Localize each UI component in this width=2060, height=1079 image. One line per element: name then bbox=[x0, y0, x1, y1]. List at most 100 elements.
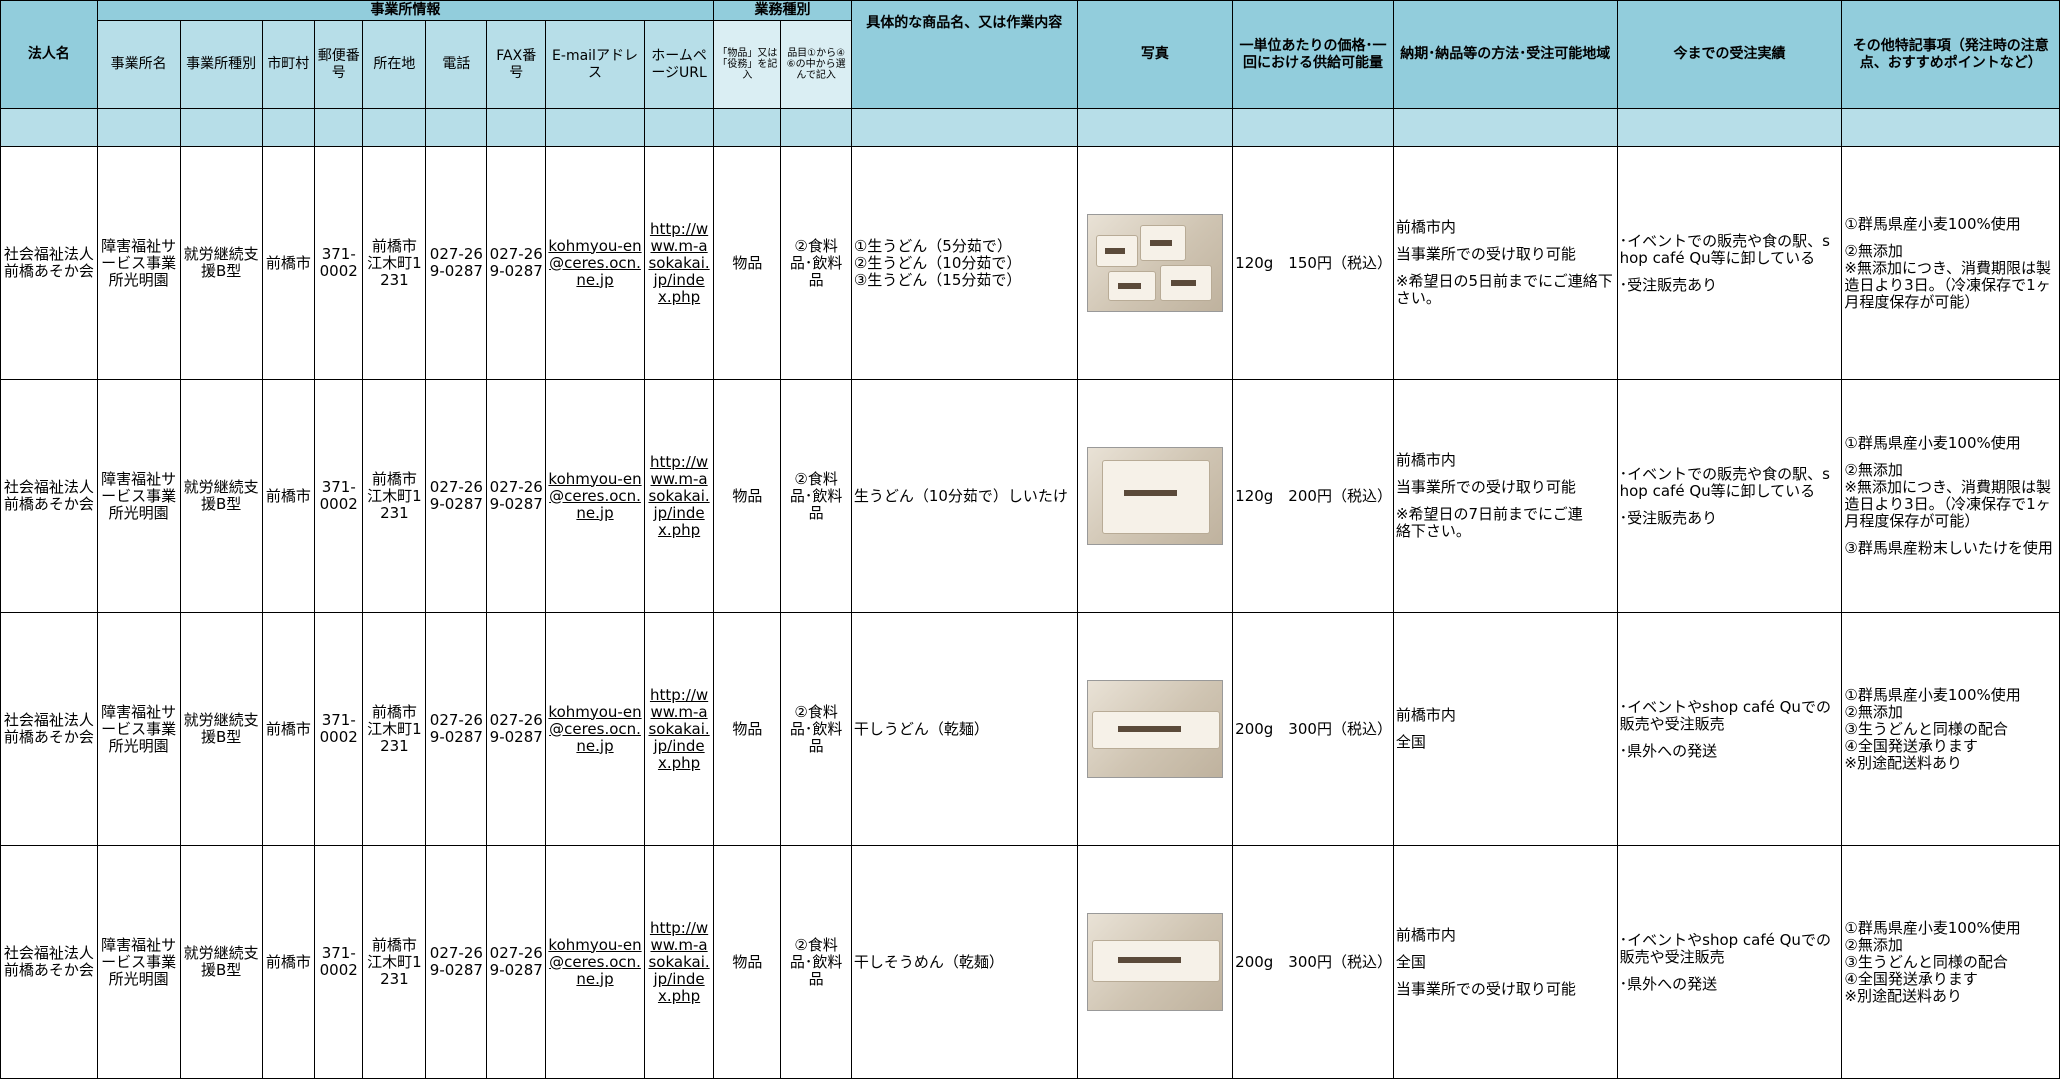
cell-email: kohmyou-en@ceres.ocn.ne.jp bbox=[545, 612, 645, 846]
cell-zip: 371-0002 bbox=[314, 845, 364, 1079]
hp-link[interactable]: http://www.m-asokakai.jp/index.php bbox=[648, 452, 710, 539]
cell-corp: 社会福祉法人前橋あそか会 bbox=[0, 379, 98, 613]
email-link[interactable]: kohmyou-en@ceres.ocn.ne.jp bbox=[548, 236, 642, 289]
cell-product: ①生うどん（5分茹で）②生うどん（10分茹で）③生うどん（15分茹で） bbox=[850, 146, 1078, 380]
delivery-line: ※希望日の7日前までにご連 絡下さい。 bbox=[1395, 505, 1583, 540]
cell-hp: http://www.m-asokakai.jp/index.php bbox=[643, 379, 715, 613]
cell-hp: http://www.m-asokakai.jp/index.php bbox=[643, 146, 715, 380]
cell-office-kind: 就労継続支援B型 bbox=[179, 146, 263, 380]
cell-tel: 027-269-0287 bbox=[425, 845, 488, 1079]
notes-line: ①群馬県産小麦100%使用 bbox=[1844, 214, 2021, 233]
header-corp: 法人名 bbox=[0, 0, 98, 109]
cell-delivery: 前橋市内全国当事業所での受け取り可能 bbox=[1392, 845, 1618, 1079]
product-photo bbox=[1086, 680, 1223, 778]
delivery-line: 前橋市内 bbox=[1395, 218, 1456, 236]
cell-email: kohmyou-en@ceres.ocn.ne.jp bbox=[545, 845, 645, 1079]
table-body: 社会福祉法人前橋あそか会 障害福祉サービス事業所光明園 就労継続支援B型 前橋市… bbox=[0, 146, 2060, 1079]
delivery-line: 全国 bbox=[1395, 733, 1426, 751]
header-goods-or-service: 「物品」又は「役務」を記入 bbox=[713, 20, 782, 109]
record-line: ･イベントでの販売や食の駅、shop café Qu等に卸している bbox=[1619, 231, 1830, 267]
photo-label-shape bbox=[1123, 490, 1177, 496]
cell-office-name: 障害福祉サービス事業所光明園 bbox=[96, 379, 181, 613]
cell-corp: 社会福祉法人前橋あそか会 bbox=[0, 146, 98, 380]
delivery-line: 当事業所での受け取り可能 bbox=[1395, 478, 1576, 496]
header-tel: 電話 bbox=[425, 20, 488, 109]
product-line: ①生うどん（5分茹で） bbox=[853, 236, 1012, 255]
header-price: 一単位あたりの価格･一回における供給可能量 bbox=[1232, 0, 1394, 109]
hp-link[interactable]: http://www.m-asokakai.jp/index.php bbox=[648, 918, 710, 1005]
cell-office-kind: 就労継続支援B型 bbox=[179, 845, 263, 1079]
photo-package-shape bbox=[1101, 460, 1210, 534]
record-line: ･受注販売あり bbox=[1619, 508, 1718, 527]
header-zip: 郵便番号 bbox=[314, 20, 364, 109]
cell-address: 前橋市江木町1231 bbox=[362, 612, 427, 846]
header-fax: FAX番号 bbox=[486, 20, 547, 109]
product-line: ②生うどん（10分茹で） bbox=[853, 253, 1022, 272]
delivery-line: 全国 bbox=[1395, 952, 1426, 971]
cell-address: 前橋市江木町1231 bbox=[362, 146, 427, 380]
record-line: ･受注販売あり bbox=[1619, 275, 1718, 294]
email-link[interactable]: kohmyou-en@ceres.ocn.ne.jp bbox=[548, 702, 642, 755]
cell-photo bbox=[1076, 146, 1234, 380]
cell-office-kind: 就労継続支援B型 bbox=[179, 379, 263, 613]
header-city: 市町村 bbox=[261, 20, 316, 109]
cell-corp: 社会福祉法人前橋あそか会 bbox=[0, 612, 98, 846]
cell-price: 120g 150円（税込） bbox=[1232, 146, 1394, 380]
photo-package-shape bbox=[1095, 235, 1138, 267]
cell-price: 120g 200円（税込） bbox=[1232, 379, 1394, 613]
photo-label-shape bbox=[1104, 248, 1125, 254]
product-line: 干しうどん（乾麺） bbox=[853, 719, 989, 738]
cell-email: kohmyou-en@ceres.ocn.ne.jp bbox=[545, 146, 645, 380]
cell-office-kind: 就労継続支援B型 bbox=[179, 612, 263, 846]
cell-notes: ①群馬県産小麦100%使用 ②無添加 ③生うどんと同様の配合 ④全国発送承ります… bbox=[1841, 612, 2060, 846]
hp-link[interactable]: http://www.m-asokakai.jp/index.php bbox=[648, 219, 710, 306]
photo-label-shape bbox=[1117, 957, 1181, 963]
photo-label-shape bbox=[1170, 280, 1196, 286]
record-line: ･県外への発送 bbox=[1619, 741, 1718, 760]
cell-category: ②食料品･飲料品 bbox=[780, 845, 852, 1079]
cell-city: 前橋市 bbox=[261, 612, 316, 846]
cell-category: ②食料品･飲料品 bbox=[780, 379, 852, 613]
email-link[interactable]: kohmyou-en@ceres.ocn.ne.jp bbox=[548, 935, 642, 988]
header-business-type: 業務種別 bbox=[713, 0, 852, 21]
photo-package-shape bbox=[1139, 225, 1186, 261]
email-link[interactable]: kohmyou-en@ceres.ocn.ne.jp bbox=[548, 469, 642, 522]
cell-delivery: 前橋市内当事業所での受け取り可能※希望日の5日前までにご連絡下さい。 bbox=[1392, 146, 1618, 380]
cell-price: 200g 300円（税込） bbox=[1232, 845, 1394, 1079]
cell-tel: 027-269-0287 bbox=[425, 612, 488, 846]
notes-line: ②無添加 ※無添加につき、消費期限は製造日より3日。（冷凍保存で1ヶ月程度保存が… bbox=[1844, 461, 2051, 530]
cell-zip: 371-0002 bbox=[314, 146, 364, 380]
hp-link[interactable]: http://www.m-asokakai.jp/index.php bbox=[648, 685, 710, 772]
cell-photo bbox=[1076, 845, 1234, 1079]
cell-office-name: 障害福祉サービス事業所光明園 bbox=[96, 146, 181, 380]
cell-product: 干しそうめん（乾麺） bbox=[850, 845, 1078, 1079]
product-photo bbox=[1086, 214, 1223, 312]
cell-address: 前橋市江木町1231 bbox=[362, 845, 427, 1079]
cell-delivery: 前橋市内当事業所での受け取り可能※希望日の7日前までにご連 絡下さい。 bbox=[1392, 379, 1618, 613]
photo-package-shape bbox=[1107, 271, 1156, 301]
photo-label-shape bbox=[1117, 283, 1141, 289]
delivery-line: ※希望日の5日前までにご連絡下さい。 bbox=[1395, 272, 1613, 307]
cell-office-name: 障害福祉サービス事業所光明園 bbox=[96, 612, 181, 846]
cell-hp: http://www.m-asokakai.jp/index.php bbox=[643, 612, 715, 846]
cell-record: ･イベントやshop café Quでの販売や受注販売･県外への発送 bbox=[1616, 612, 1843, 846]
header-delivery: 納期･納品等の方法･受注可能地域 bbox=[1392, 0, 1618, 109]
header-product: 具体的な商品名、又は作業内容 bbox=[850, 0, 1078, 109]
header-notes: その他特記事項（発注時の注意点、おすすめポイントなど） bbox=[1841, 0, 2060, 109]
table-row: 社会福祉法人前橋あそか会 障害福祉サービス事業所光明園 就労継続支援B型 前橋市… bbox=[0, 379, 2060, 613]
record-line: ･イベントでの販売や食の駅、shop café Qu等に卸している bbox=[1619, 464, 1830, 500]
cell-email: kohmyou-en@ceres.ocn.ne.jp bbox=[545, 379, 645, 613]
cell-zip: 371-0002 bbox=[314, 612, 364, 846]
notes-line: ①群馬県産小麦100%使用 ②無添加 ③生うどんと同様の配合 ④全国発送承ります… bbox=[1844, 685, 2021, 772]
table-row: 社会福祉法人前橋あそか会 障害福祉サービス事業所光明園 就労継続支援B型 前橋市… bbox=[0, 612, 2060, 846]
delivery-line: 前橋市内 bbox=[1395, 706, 1456, 724]
cell-record: ･イベントでの販売や食の駅、shop café Qu等に卸している ･受注販売あり bbox=[1616, 146, 1843, 380]
cell-city: 前橋市 bbox=[261, 379, 316, 613]
cell-address: 前橋市江木町1231 bbox=[362, 379, 427, 613]
photo-package-shape bbox=[1091, 940, 1220, 982]
product-photo bbox=[1086, 913, 1223, 1011]
cell-city: 前橋市 bbox=[261, 146, 316, 380]
header-address: 所在地 bbox=[362, 20, 427, 109]
cell-fax: 027-269-0287 bbox=[486, 612, 547, 846]
